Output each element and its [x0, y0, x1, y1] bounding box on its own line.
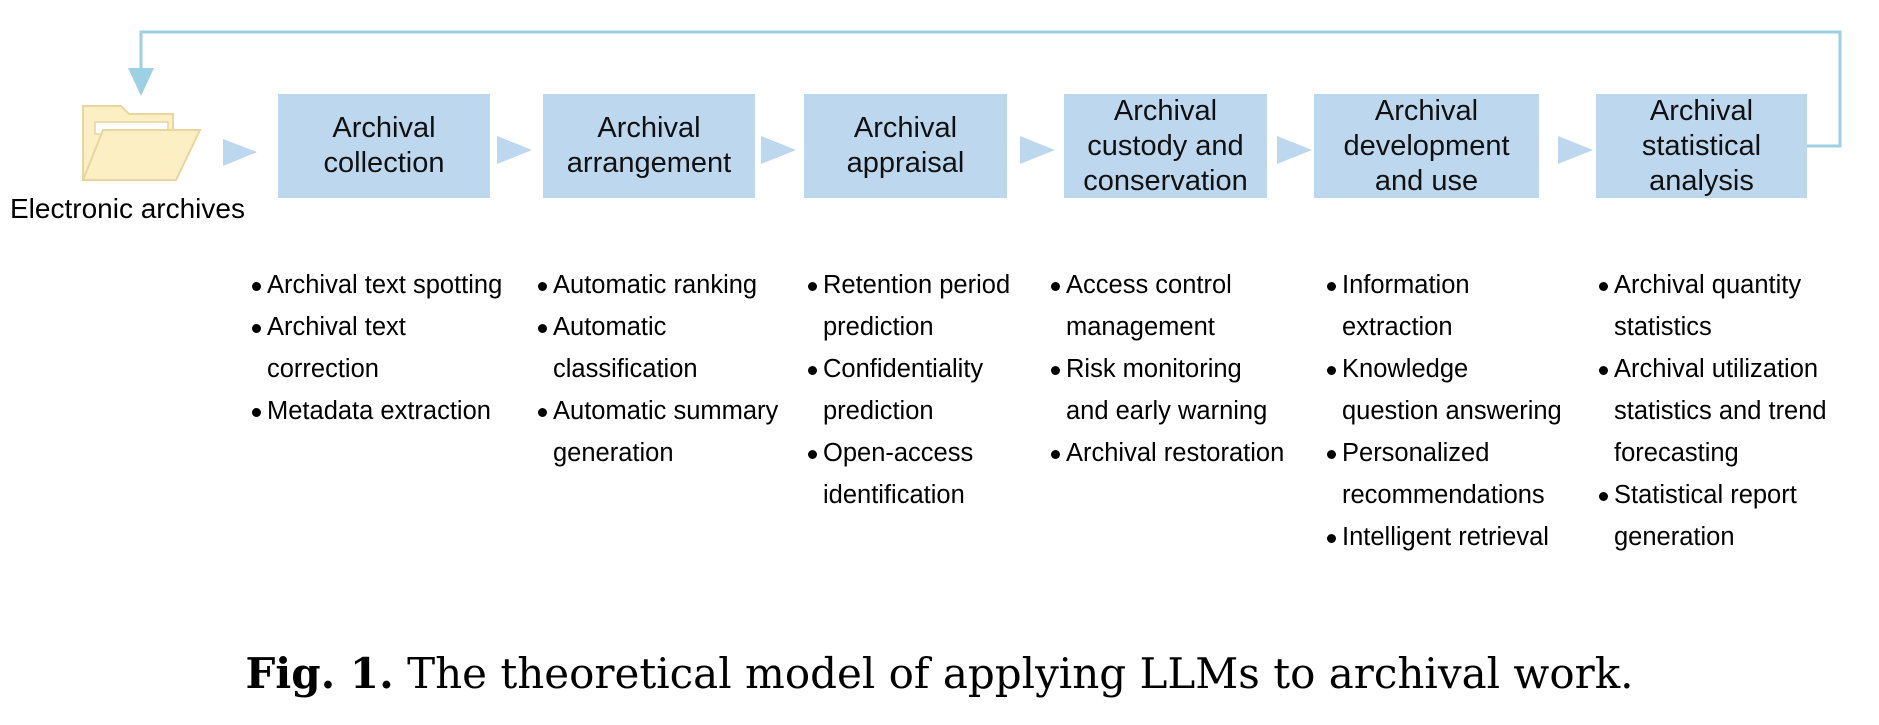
bullet-text: Automatic summary generation [553, 397, 779, 467]
stage-box-statistics: Archival statistical analysis [1596, 94, 1807, 198]
flow-arrow-source-to-collection [223, 139, 257, 166]
bullet-text: Automatic classification [553, 313, 698, 383]
bullet-item: Metadata extraction [250, 390, 535, 432]
bullet-dot [1327, 366, 1336, 375]
bullet-dot [808, 366, 817, 375]
source-label: Electronic archives [10, 193, 245, 224]
folder-front [81, 129, 202, 181]
bullet-text: Confidentiality prediction [823, 355, 984, 425]
feedback-loop-arrowhead [128, 68, 154, 96]
bullet-list-appraisal: Retention period prediction Confidential… [806, 264, 1051, 516]
bullet-item: Intelligent retrieval [1325, 516, 1587, 558]
stage-box-development: Archival development and use [1314, 94, 1539, 198]
flow-arrow-arrangement-to-appraisal [761, 136, 796, 164]
bullet-item: Archival utilization statistics and tren… [1597, 348, 1867, 474]
bullet-dot [538, 408, 547, 417]
bullet-dot [252, 324, 261, 333]
bullet-item: Archival text spotting [250, 264, 535, 306]
stage-label-arrangement: Archival arrangement [566, 112, 732, 179]
bullet-item: Automatic ranking [536, 264, 806, 306]
figure-caption: Fig. 1. The theoretical model of applyin… [0, 648, 1879, 700]
bullet-text: Risk monitoring and early warning [1066, 355, 1268, 425]
bullet-text: Automatic ranking [553, 271, 758, 299]
flow-arrow-appraisal-to-custody [1020, 136, 1055, 164]
stage-label-collection: Archival collection [323, 112, 445, 179]
bullet-item: Open-access identification [806, 432, 1051, 516]
bullet-item: Archival text correction [250, 306, 535, 390]
bullet-text: Metadata extraction [267, 397, 491, 425]
bullet-dot [808, 450, 817, 459]
flow-arrow-custody-to-development [1277, 136, 1312, 164]
bullet-dot [252, 282, 261, 291]
bullet-list-collection: Archival text spotting Archival text cor… [250, 264, 535, 432]
bullet-text: Knowledge question answering [1342, 355, 1562, 425]
bullet-item: Automatic summary generation [536, 390, 806, 474]
stage-label-development: Archival development and use [1343, 94, 1510, 197]
stage-label-custody: Archival custody and conservation [1083, 94, 1248, 197]
bullet-dot [1327, 450, 1336, 459]
bullet-dot [1051, 282, 1060, 291]
bullet-dot [1599, 282, 1608, 291]
caption-label: Fig. 1. [245, 649, 394, 698]
bullet-list-custody: Access control management Risk monitorin… [1049, 264, 1314, 474]
bullet-dot [1599, 366, 1608, 375]
bullet-item: Confidentiality prediction [806, 348, 1051, 432]
stage-box-collection: Archival collection [278, 94, 490, 198]
stage-label-appraisal: Archival appraisal [846, 112, 965, 179]
bullet-item: Knowledge question answering [1325, 348, 1587, 432]
bullet-text: Information extraction [1342, 271, 1470, 341]
bullet-item: Archival restoration [1049, 432, 1314, 474]
stage-box-custody: Archival custody and conservation [1064, 94, 1267, 198]
bullet-item: Statistical report generation [1597, 474, 1867, 558]
feedback-loop-line [139, 30, 1842, 148]
bullet-text: Personalized recommendations [1342, 439, 1545, 509]
bullet-item: Retention period prediction [806, 264, 1051, 348]
stage-label-statistics: Archival statistical analysis [1641, 94, 1762, 197]
folder-icon [81, 105, 202, 181]
stage-box-arrangement: Archival arrangement [543, 94, 755, 198]
bullet-text: Access control management [1066, 271, 1232, 341]
bullet-text: Retention period prediction [823, 271, 1011, 341]
bullet-item: Personalized recommendations [1325, 432, 1587, 516]
bullet-text: Open-access identification [823, 439, 974, 509]
bullet-dot [1051, 450, 1060, 459]
bullet-item: Information extraction [1325, 264, 1587, 348]
bullet-text: Archival restoration [1066, 439, 1285, 467]
bullet-text: Archival utilization statistics and tren… [1614, 355, 1827, 467]
bullet-text: Archival text correction [267, 313, 406, 383]
bullet-dot [538, 282, 547, 291]
flow-arrow-development-to-statistics [1558, 136, 1593, 164]
bullet-dot [252, 408, 261, 417]
bullet-text: Statistical report generation [1614, 481, 1797, 551]
bullet-text: Archival quantity statistics [1614, 271, 1802, 341]
stage-box-appraisal: Archival appraisal [804, 94, 1007, 198]
bullet-list-arrangement: Automatic ranking Automatic classificati… [536, 264, 806, 474]
bullet-text: Intelligent retrieval [1342, 523, 1549, 551]
bullet-dot [1599, 492, 1608, 501]
bullet-item: Access control management [1049, 264, 1314, 348]
bullet-dot [1051, 366, 1060, 375]
flow-arrow-collection-to-arrangement [497, 136, 532, 164]
bullet-item: Risk monitoring and early warning [1049, 348, 1314, 432]
bullet-list-development: Information extraction Knowledge questio… [1325, 264, 1587, 558]
bullet-list-statistics: Archival quantity statistics Archival ut… [1597, 264, 1867, 558]
bullet-item: Archival quantity statistics [1597, 264, 1867, 348]
bullet-dot [808, 282, 817, 291]
caption-text: The theoretical model of applying LLMs t… [407, 649, 1634, 698]
bullet-item: Automatic classification [536, 306, 806, 390]
bullet-text: Archival text spotting [267, 271, 503, 299]
bullet-dot [538, 324, 547, 333]
bullet-dot [1327, 534, 1336, 543]
bullet-dot [1327, 282, 1336, 291]
